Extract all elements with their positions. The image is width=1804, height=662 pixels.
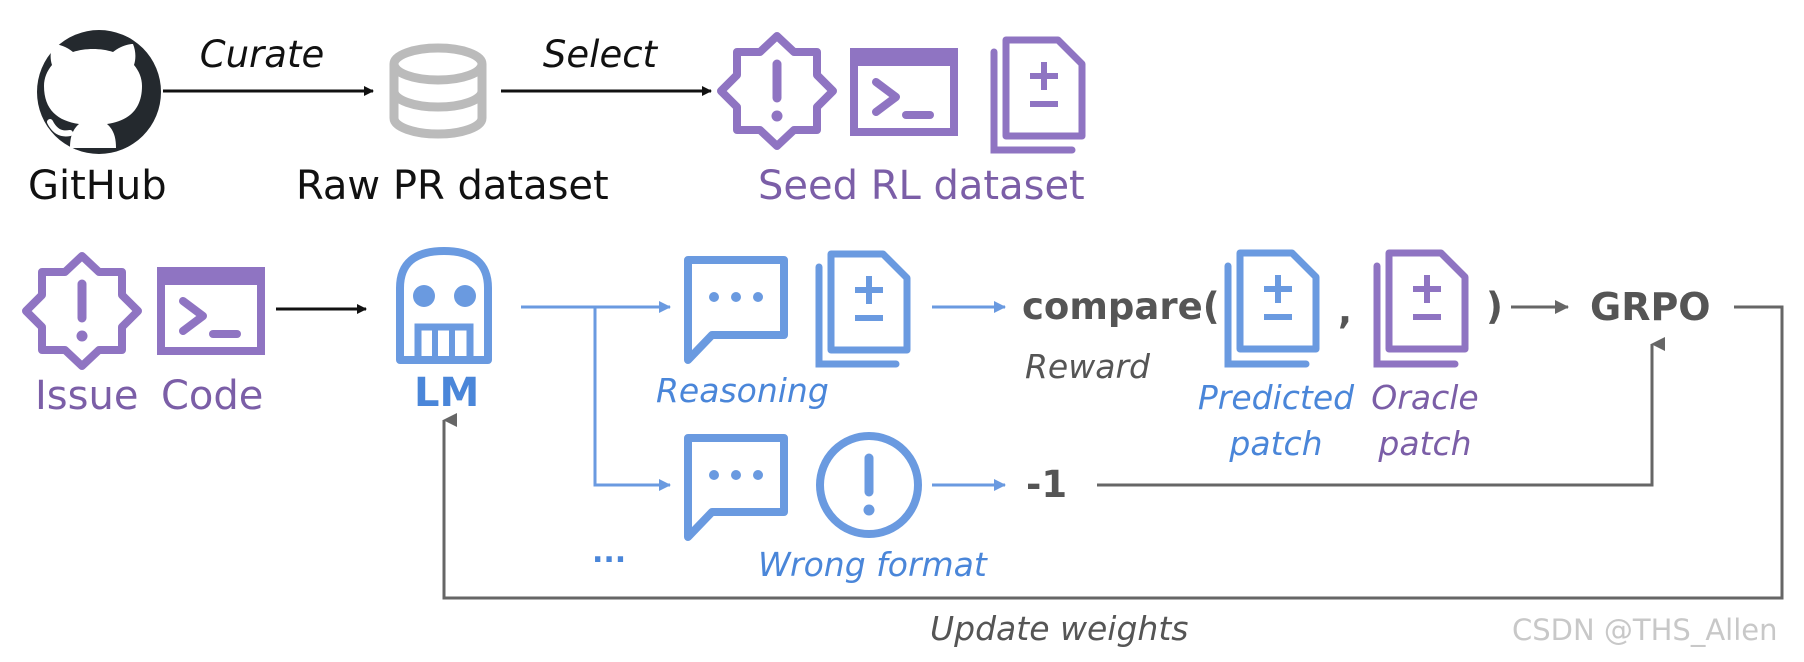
update-weights-label: Update weights — [930, 609, 1189, 648]
issue-badge-icon — [717, 32, 837, 150]
github-icon — [37, 30, 161, 154]
diff-file-icon — [1224, 249, 1320, 368]
diff-file-icon — [990, 36, 1086, 154]
reward-label: Reward — [1025, 347, 1150, 386]
predicted-patch-label-line2: patch — [1229, 424, 1323, 463]
oracle-patch-label-line2: patch — [1378, 424, 1472, 463]
lm-label: LM — [414, 370, 480, 416]
issue-badge-icon — [22, 252, 142, 370]
neg-one-label: -1 — [1026, 463, 1068, 506]
seed-rl-dataset-label: Seed RL dataset — [758, 163, 1085, 209]
chat-bubble-icon — [684, 256, 788, 364]
terminal-icon — [157, 267, 265, 355]
issue-label: Issue — [35, 373, 139, 419]
chat-bubble-icon — [684, 434, 788, 541]
predicted-patch-label-line1: Predicted — [1197, 378, 1355, 417]
penalty-to-grpo-arrow — [1097, 337, 1665, 487]
compare-close: ) — [1486, 285, 1503, 328]
compare-label: compare( — [1022, 285, 1220, 328]
github-label: GitHub — [28, 163, 167, 209]
select-label: Select — [542, 33, 658, 76]
raw-pr-dataset-label: Raw PR dataset — [296, 163, 609, 209]
lm-output-arrow-bottom — [593, 307, 671, 491]
code-label: Code — [161, 373, 264, 419]
database-icon — [389, 43, 487, 139]
grpo-label: GRPO — [1590, 285, 1711, 329]
ellipsis-label: ... — [592, 535, 627, 570]
terminal-icon — [850, 48, 958, 136]
watermark: CSDN @THS_Allen — [1512, 613, 1778, 647]
curate-label: Curate — [199, 33, 325, 76]
exclamation-circle-icon — [816, 432, 922, 538]
oracle-patch-label-line1: Oracle — [1371, 378, 1479, 417]
wrong-format-label: Wrong format — [758, 545, 987, 584]
update-weights-arrow — [442, 305, 1784, 600]
diff-file-icon — [815, 250, 911, 368]
diff-file-icon — [1373, 249, 1469, 368]
robot-icon — [396, 247, 492, 364]
reasoning-label: Reasoning — [656, 371, 829, 410]
comma: , — [1338, 289, 1353, 332]
